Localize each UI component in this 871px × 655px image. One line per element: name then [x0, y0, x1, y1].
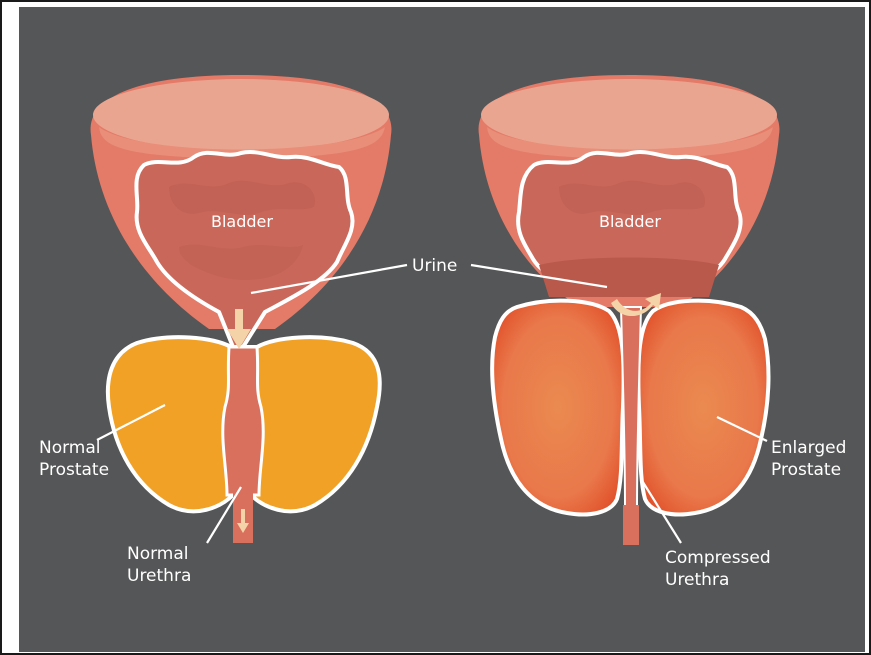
left-bladder-rim	[93, 79, 389, 151]
compressed-urethra-label-line1: Compressed	[665, 547, 771, 569]
normal-anatomy	[91, 75, 392, 543]
enlarged-prostate-right-lobe	[638, 301, 768, 515]
compressed-urethra-tube	[623, 505, 639, 545]
bladder-label-left: Bladder	[211, 211, 273, 233]
normal-prostate-label-line1: Normal	[39, 437, 101, 459]
enlarged-prostate-left-lobe	[492, 301, 624, 515]
compressed-urethra-label-line2: Urethra	[665, 569, 729, 591]
normal-urethra-label-line1: Normal	[127, 543, 189, 565]
bladder-label-right: Bladder	[599, 211, 661, 233]
enlarged-anatomy	[479, 75, 780, 545]
enlarged-prostate-label-line1: Enlarged	[771, 437, 846, 459]
normal-prostate-label-line2: Prostate	[39, 459, 109, 481]
urine-label: Urine	[412, 255, 457, 277]
normal-urethra-label-line2: Urethra	[127, 565, 191, 587]
enlarged-prostate-label-line2: Prostate	[771, 459, 841, 481]
compressed-urethra	[621, 307, 641, 507]
right-bladder-rim	[481, 79, 777, 151]
diagram-canvas: Bladder Bladder Urine Normal Prostate No…	[19, 7, 865, 652]
right-urine-pool	[539, 258, 719, 298]
normal-urethra	[223, 347, 263, 495]
